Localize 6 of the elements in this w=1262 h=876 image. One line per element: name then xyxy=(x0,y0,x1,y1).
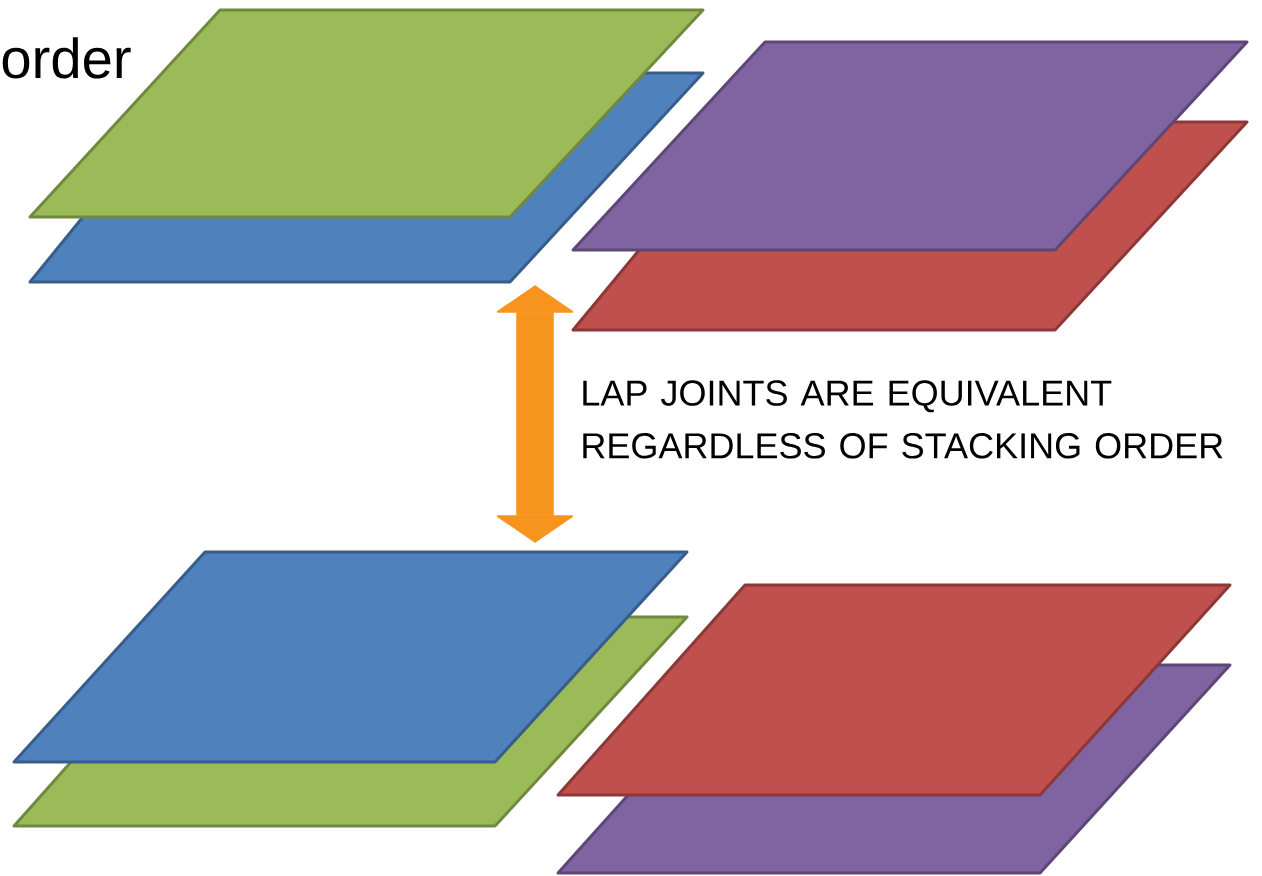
plate xyxy=(556,583,1232,797)
plate xyxy=(12,550,689,764)
note-text: LAP JOINTS ARE EQUIVALENT REGARDLESS OF STACKING ORDER xyxy=(583,380,1223,459)
plate xyxy=(571,40,1249,252)
double-arrow xyxy=(496,285,574,543)
text: order xyxy=(2,37,131,79)
